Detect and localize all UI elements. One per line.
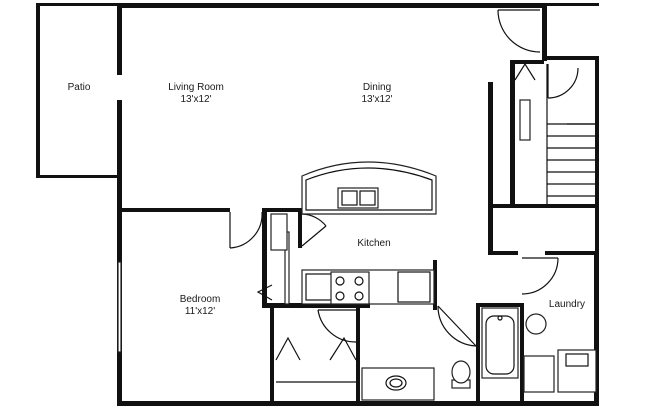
bathtub <box>481 307 519 379</box>
bedroom-label: Bedroom <box>180 294 221 305</box>
doors <box>229 9 579 383</box>
refrigerator <box>270 213 288 251</box>
kitchen-island <box>301 161 437 215</box>
washer-dryer <box>523 349 597 393</box>
living-room-label: Living Room <box>168 82 224 93</box>
patio-label: Patio <box>68 82 91 93</box>
hall-shelf <box>519 99 531 141</box>
kitchen-label: Kitchen <box>357 238 390 249</box>
patio-outline <box>36 3 120 178</box>
laundry-label: Laundry <box>549 299 585 310</box>
living-room-size: 13'x12' <box>180 94 211 105</box>
kitchen-counter <box>301 269 435 305</box>
dining-size: 13'x12' <box>361 94 392 105</box>
dining-label: Dining <box>363 82 391 93</box>
vanity <box>361 367 435 401</box>
interior-walls <box>117 60 599 406</box>
bedroom-size: 11'x12' <box>185 306 215 317</box>
staircase <box>546 64 595 204</box>
water-heater <box>525 313 547 335</box>
toilet <box>451 360 471 389</box>
